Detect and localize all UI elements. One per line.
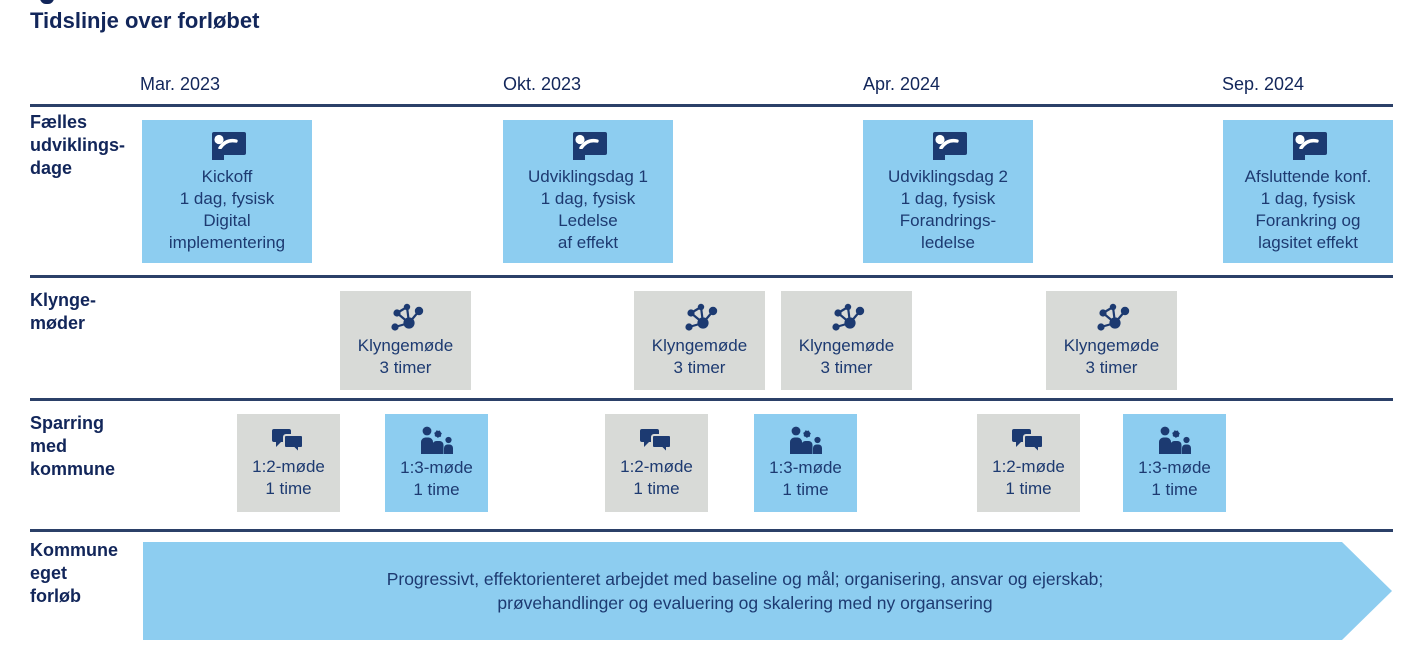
cropped-text-fragment (40, 0, 54, 4)
chat-icon (270, 428, 304, 453)
presenter-icon (571, 132, 609, 162)
row-label-kommune-eget-forloeb: Kommune eget forløb (30, 540, 119, 606)
event-box-1-2-moede: 1:2-møde 1 time (977, 414, 1080, 512)
event-box-text: 1:2-møde 1 time (252, 457, 325, 498)
network-icon (389, 302, 424, 332)
event-box-text: Kickoff 1 dag, fysisk Digital implemente… (168, 167, 286, 252)
event-box-udviklingsdag-1: Udviklingsdag 1 1 dag, fysisk Ledelse af… (503, 120, 673, 263)
event-box-text: 1:2-møde 1 time (620, 457, 693, 498)
presenter-icon (931, 132, 969, 162)
event-box-1-3-moede: 1:3-møde 1 time (1123, 414, 1226, 512)
row-label-sparring-med-kommune: Sparring med kommune (30, 413, 116, 479)
people-icon (420, 425, 453, 454)
chat-icon (638, 428, 672, 453)
network-icon (830, 302, 865, 332)
event-box-klyngemoede: Klyngemøde 3 timer (781, 291, 912, 390)
event-box-kickoff: Kickoff 1 dag, fysisk Digital implemente… (142, 120, 312, 263)
event-box-text: Udviklingsdag 1 1 dag, fysisk Ledelse af… (527, 167, 648, 252)
presenter-icon (210, 132, 248, 162)
event-box-text: Klyngemøde 3 timer (357, 336, 454, 377)
event-box-text: 1:2-møde 1 time (992, 457, 1065, 498)
event-box-1-2-moede: 1:2-møde 1 time (605, 414, 708, 512)
timeline-date: Sep. 2024 (1222, 74, 1305, 94)
event-box-klyngemoede: Klyngemøde 3 timer (1046, 291, 1177, 390)
event-box-text: Afsluttende konf. 1 dag, fysisk Forankri… (1244, 167, 1372, 252)
row-divider (30, 398, 1393, 401)
event-box-text: Klyngemøde 3 timer (798, 336, 895, 377)
event-box-1-2-moede: 1:2-møde 1 time (237, 414, 340, 512)
event-box-text: 1:3-møde 1 time (1138, 457, 1211, 499)
presenter-icon (1291, 132, 1329, 162)
event-box-text: 1:3-møde 1 time (400, 457, 473, 499)
event-box-text: 1:3-møde 1 time (769, 457, 842, 499)
row-divider (30, 275, 1393, 278)
row-label-klyngemoeder: Klynge- møder (30, 290, 97, 333)
event-box-text: Klyngemøde 3 timer (651, 336, 748, 377)
event-box-udviklingsdag-2: Udviklingsdag 2 1 dag, fysisk Forandring… (863, 120, 1033, 263)
network-icon (683, 302, 718, 332)
row-divider (30, 529, 1393, 532)
timeline-date: Apr. 2024 (863, 74, 941, 94)
row-divider (30, 104, 1393, 107)
event-box-afsluttende-konference: Afsluttende konf. 1 dag, fysisk Forankri… (1223, 120, 1393, 263)
process-arrow: Progressivt, effektorienteret arbejdet m… (143, 542, 1392, 640)
people-icon (1158, 425, 1191, 454)
people-icon (789, 425, 822, 454)
page-title: Tidslinje over forløbet (30, 8, 260, 33)
network-icon (1095, 302, 1130, 332)
chat-icon (1010, 428, 1044, 453)
event-box-1-3-moede: 1:3-møde 1 time (385, 414, 488, 512)
event-box-text: Udviklingsdag 2 1 dag, fysisk Forandring… (887, 167, 1008, 252)
timeline-date: Mar. 2023 (140, 74, 221, 94)
process-arrow-text: Progressivt, effektorienteret arbejdet m… (386, 569, 1104, 613)
event-box-1-3-moede: 1:3-møde 1 time (754, 414, 857, 512)
timeline-date: Okt. 2023 (503, 74, 582, 94)
event-box-text: Klyngemøde 3 timer (1063, 336, 1160, 377)
event-box-klyngemoede: Klyngemøde 3 timer (340, 291, 471, 390)
row-label-faelles-udviklingsdage: Fælles udviklings- dage (30, 112, 126, 178)
event-box-klyngemoede: Klyngemøde 3 timer (634, 291, 765, 390)
